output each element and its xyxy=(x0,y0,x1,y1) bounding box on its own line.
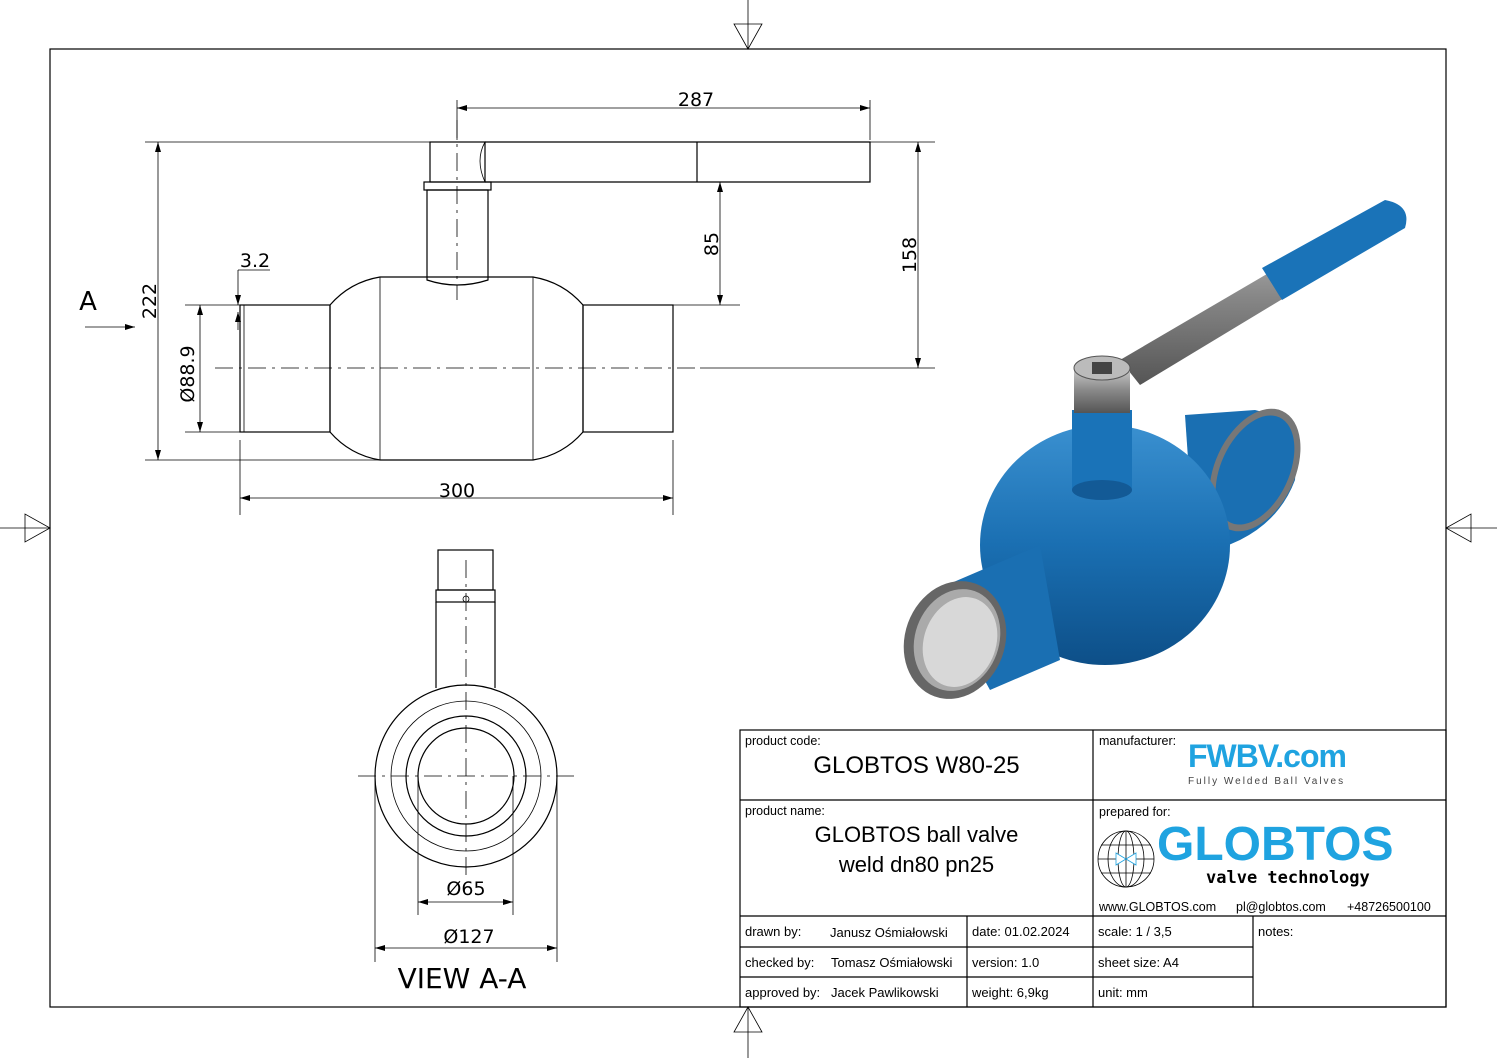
email-link[interactable]: pl@globtos.com xyxy=(1236,900,1326,914)
date: date: 01.02.2024 xyxy=(972,924,1070,939)
checked-by-label: checked by: xyxy=(745,955,815,970)
scale: scale: 1 / 3,5 xyxy=(1098,924,1172,939)
notes-label: notes: xyxy=(1258,924,1294,939)
drawn-by: Janusz Ośmiałowski xyxy=(830,925,948,940)
sheet-size: sheet size: A4 xyxy=(1098,955,1179,970)
approved-by-label: approved by: xyxy=(745,985,821,1000)
globe-logo-icon xyxy=(1097,830,1155,888)
valve-3d-render xyxy=(903,200,1407,699)
view-a-a-dimensions xyxy=(358,560,574,962)
prepared-for-label: prepared for: xyxy=(1099,805,1171,819)
view-marker: A xyxy=(79,287,97,317)
manufacturer-tagline: Fully Welded Ball Valves xyxy=(1188,776,1346,787)
title-block-grid xyxy=(739,729,1447,1008)
side-view xyxy=(239,141,871,461)
dim-158: 158 xyxy=(899,237,921,273)
unit: unit: mm xyxy=(1098,985,1148,1000)
product-code: GLOBTOS W80-25 xyxy=(813,752,1020,779)
product-code-label: product code: xyxy=(745,734,821,748)
weight: weight: 6,9kg xyxy=(972,985,1049,1000)
client-logo: GLOBTOS xyxy=(1157,818,1394,871)
client-tagline: valve technology xyxy=(1206,868,1370,888)
product-name-line2: weld dn80 pn25 xyxy=(838,852,995,877)
dim-287: 287 xyxy=(678,89,714,111)
website-link[interactable]: www.GLOBTOS.com xyxy=(1099,900,1217,914)
product-name-label: product name: xyxy=(745,804,825,818)
product-name-line1: GLOBTOS ball valve xyxy=(814,822,1019,847)
approved-by: Jacek Pawlikowski xyxy=(831,985,939,1000)
dim-pipe-diameter: Ø88.9 xyxy=(177,345,199,402)
checked-by: Tomasz Ośmiałowski xyxy=(831,955,953,970)
dim-300: 300 xyxy=(439,480,475,502)
view-title: VIEW A-A xyxy=(398,962,527,995)
dim-65: Ø65 xyxy=(446,878,485,900)
dimension-lines xyxy=(85,100,935,515)
drawn-by-label: drawn by: xyxy=(745,924,802,939)
dim-3-2: 3.2 xyxy=(240,250,270,272)
manufacturer-logo: FWBV.com xyxy=(1188,738,1347,774)
version: version: 1.0 xyxy=(972,955,1040,970)
dim-85: 85 xyxy=(701,232,723,256)
dim-127: Ø127 xyxy=(443,926,494,948)
dim-222: 222 xyxy=(139,283,161,319)
phone-number: +48726500100 xyxy=(1347,900,1431,914)
manufacturer-label: manufacturer: xyxy=(1099,734,1177,748)
